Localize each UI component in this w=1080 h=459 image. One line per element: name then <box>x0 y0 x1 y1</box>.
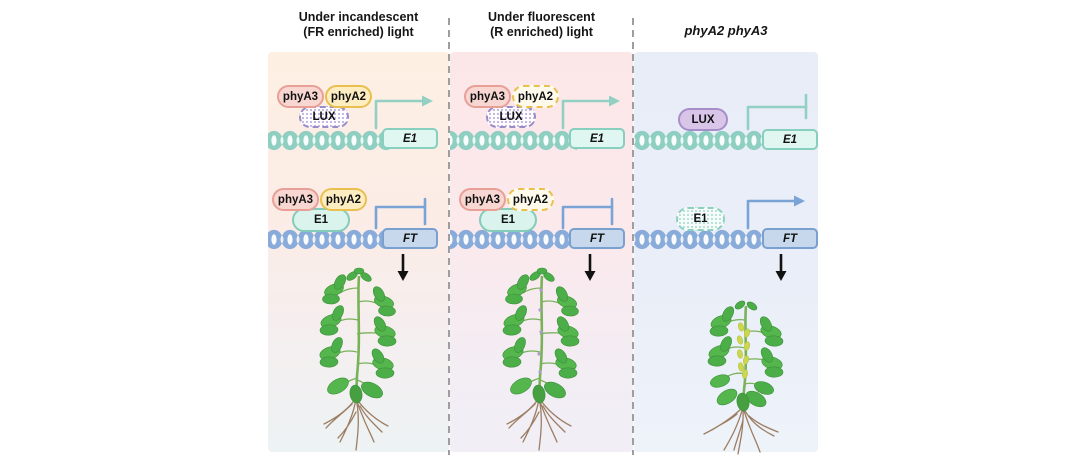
soybean-plant-late-flowering <box>499 266 582 452</box>
panel-title-incandescent: Under incandescent (FR enriched) light <box>268 10 449 40</box>
ft-gene-box: FT <box>569 228 625 249</box>
soybean-plant-early-flowering <box>702 297 786 456</box>
e1-activation-arrow <box>374 95 433 130</box>
ft-repression-tbar <box>561 197 614 230</box>
dna-strand-e1-teal <box>268 130 770 151</box>
e1-protein-pill: E1 <box>479 208 537 232</box>
ft-repression-tbar <box>374 197 427 230</box>
phenotype-down-arrow <box>775 254 787 281</box>
e1-gene-box: E1 <box>569 128 625 149</box>
e1-protein-pill: E1 <box>292 208 350 232</box>
panel-incandescent-light <box>268 52 449 452</box>
panel-divider-dashed-line <box>632 18 634 455</box>
e1-gene-box: E1 <box>762 129 818 150</box>
soybean-plant-late-flowering <box>316 266 399 452</box>
phya3-protein-pill: phyA3 <box>277 85 324 108</box>
e1-repression-tbar <box>746 93 808 131</box>
phya2-protein-pill-degraded: phyA2 <box>507 188 554 211</box>
panel-divider-dashed-line <box>448 18 450 455</box>
phenotype-down-arrow <box>397 254 409 281</box>
ft-gene-box: FT <box>762 228 818 249</box>
phenotype-down-arrow <box>584 254 596 281</box>
phya2-protein-pill: phyA2 <box>325 85 372 108</box>
title-line: Under incandescent <box>298 10 419 24</box>
title-line: Under fluorescent <box>488 10 595 24</box>
ft-activation-arrow <box>746 195 805 230</box>
panel-fluorescent-light <box>450 52 633 452</box>
stem-node-buds <box>537 288 543 374</box>
phya2-protein-pill-degraded: phyA2 <box>512 85 559 108</box>
panel-title-fluorescent: Under fluorescent (R enriched) light <box>450 10 633 40</box>
phya2-protein-pill: phyA2 <box>320 188 367 211</box>
title-line: (FR enriched) light <box>303 25 414 39</box>
e1-activation-arrow <box>561 95 620 130</box>
phya3-protein-pill: phyA3 <box>272 188 319 211</box>
e1-gene-box: E1 <box>382 128 438 149</box>
lux-protein-pill-active: LUX <box>678 108 728 131</box>
phya3-protein-pill: phyA3 <box>464 85 511 108</box>
panel-title-mutant: phyA2 phyA3 <box>684 23 768 38</box>
title-line: (R enriched) light <box>490 25 593 39</box>
lux-protein-pill-degraded: LUX <box>486 106 536 128</box>
ft-gene-box: FT <box>382 228 438 249</box>
phya3-protein-pill: phyA3 <box>459 188 506 211</box>
dna-strand-ft-blue <box>268 229 770 250</box>
e1-protein-pill-absent: E1 <box>676 207 725 231</box>
lux-protein-pill-degraded: LUX <box>299 106 349 128</box>
